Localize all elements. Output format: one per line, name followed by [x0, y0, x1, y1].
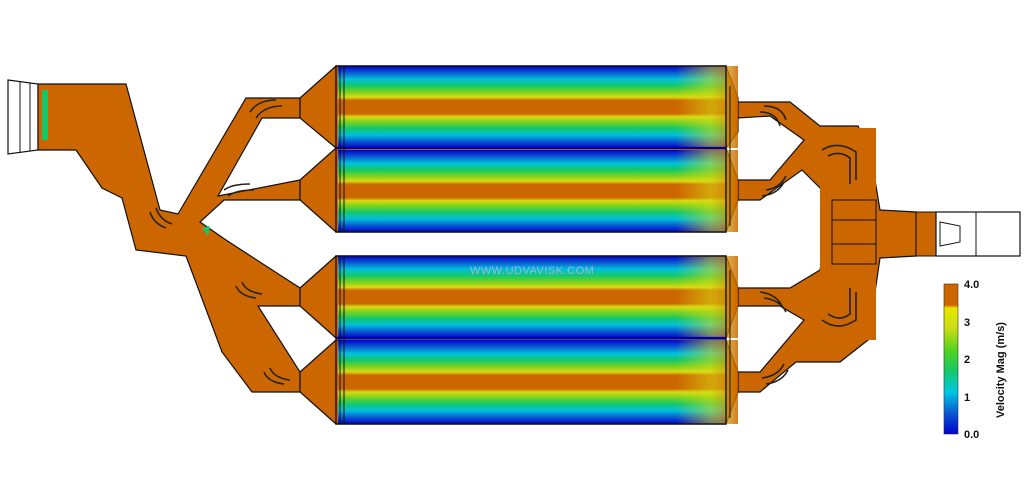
chamber-bottom-2	[299, 339, 739, 425]
outlet-pipe	[915, 211, 1021, 257]
outlet-manifold	[737, 101, 917, 393]
colorbar-tick-1: 1	[964, 392, 970, 404]
colorbar-tick-max: 4.0	[964, 279, 979, 291]
colorbar-tick-min: 0.0	[964, 429, 979, 441]
colorbar-title: Velocity Mag (m/s)	[995, 322, 1007, 418]
watermark: WWW.UDVAVISK.COM	[470, 265, 594, 277]
inlet-horn	[7, 79, 39, 155]
colorbar: 4.0 3 2 1 0.0 Velocity Mag (m/s)	[943, 279, 1007, 441]
inlet-manifold	[37, 83, 301, 393]
colorbar-tick-2: 2	[964, 354, 970, 366]
chamber-top-2	[299, 147, 739, 233]
colorbar-tick-3: 3	[964, 317, 970, 329]
chamber-bottom-1	[299, 255, 739, 339]
colorbar-gradient	[943, 283, 959, 435]
chamber-top-1	[299, 65, 739, 149]
turning-vanes	[149, 99, 857, 385]
chamber-walls	[335, 65, 731, 425]
